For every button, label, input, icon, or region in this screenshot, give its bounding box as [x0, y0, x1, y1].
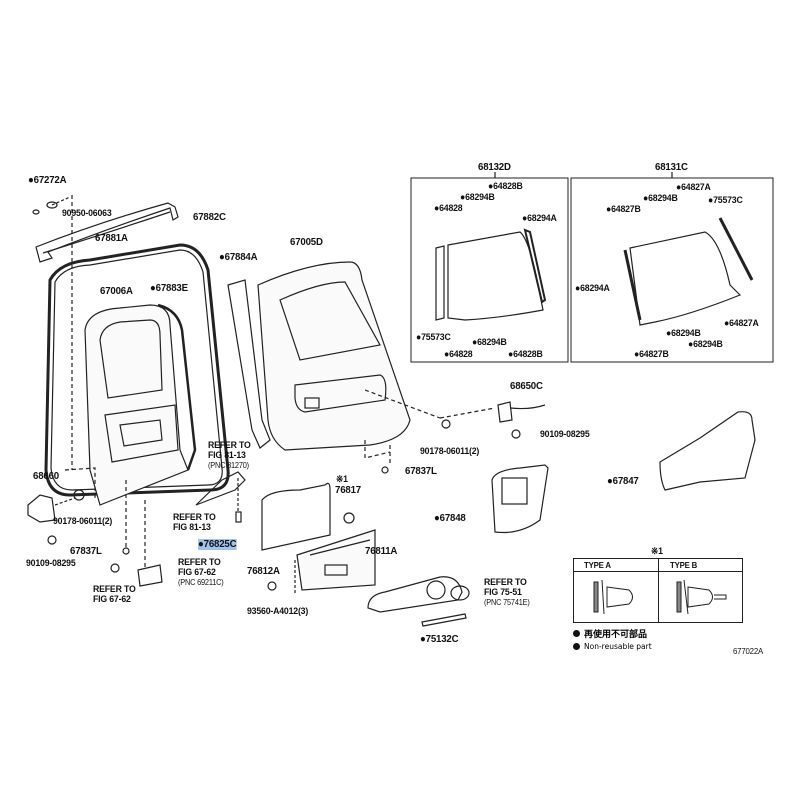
- right-window-label: ●68294B: [688, 339, 723, 350]
- refer-note-fig-67-62[interactable]: REFER TO FIG 67-62: [93, 585, 136, 605]
- refer-pnc: (PNC 75741E): [484, 598, 530, 607]
- clip-type-a-icon: [593, 579, 633, 615]
- refer-note-fig-67-62-pnc[interactable]: REFER TO FIG 67-62 (PNC 69211C): [178, 558, 224, 588]
- refer-line: FIG 81-13: [173, 522, 211, 533]
- left-window-title: 68132D: [478, 161, 511, 173]
- left-window-label: ●64828: [444, 349, 473, 360]
- refer-pnc: (PNC 81270): [208, 461, 249, 470]
- seal-67883E: [157, 303, 197, 471]
- bullet-icon: [573, 643, 580, 650]
- part-label-90178-06011-b: 90178-06011(2): [420, 446, 480, 457]
- refer-line: FIG 67-62: [178, 567, 216, 578]
- legend-en-text: Non-reusable part: [584, 642, 652, 651]
- right-window-label: ●64827B: [606, 204, 641, 215]
- refer-line: REFER TO: [178, 557, 221, 568]
- left-glass: [447, 231, 544, 321]
- part-label-67881A: 67881A: [95, 232, 128, 244]
- legend-en: Non-reusable part: [573, 640, 652, 653]
- right-window-label: ●68294B: [643, 193, 678, 204]
- right-window-title: 68131C: [655, 161, 688, 173]
- part-label-93560-A4012: 93560-A4012(3): [247, 606, 309, 617]
- part-label-67837L: 67837L: [70, 545, 102, 557]
- refer-line: FIG 67-62: [93, 594, 131, 605]
- part-label-90950-06063: 90950-06063: [62, 208, 112, 219]
- strip-67884A: [227, 279, 271, 449]
- part-label-67837L-b: 67837L: [405, 465, 437, 477]
- left-window-box: [410, 177, 569, 363]
- part-label-67883E: ●67883E: [150, 282, 188, 294]
- lock-part: [137, 564, 163, 587]
- hinge-part: [27, 494, 56, 523]
- part-label-67272A: ●67272A: [28, 174, 67, 186]
- cover-67848: [491, 464, 549, 534]
- left-window-label: ●68294B: [472, 337, 507, 348]
- clip-illustrations: [593, 579, 727, 615]
- right-window-label: ●75573C: [708, 195, 743, 206]
- weatherstrip-part: [44, 243, 230, 497]
- bullet-icon: [573, 630, 580, 637]
- note-mark: ※1: [336, 474, 348, 485]
- part-label-90109-08295-b: 90109-08295: [540, 429, 590, 440]
- refer-line: FIG 81-13: [208, 450, 246, 461]
- part-label-67882C: 67882C: [193, 211, 226, 223]
- part-label-90178-06011: 90178-06011(2): [53, 516, 113, 527]
- part-label-76811A: 76811A: [365, 545, 398, 557]
- part-label-67884A: ●67884A: [219, 251, 258, 263]
- trim-76812A: [296, 529, 376, 591]
- door-outer-panel: [257, 261, 411, 451]
- right-window-label: ●64827B: [634, 349, 669, 360]
- name-plate: [421, 613, 467, 627]
- right-window-label: ●68294B: [666, 328, 701, 339]
- part-label-90109-08295: 90109-08295: [26, 558, 76, 569]
- left-window-label: ●68294B: [460, 192, 495, 203]
- refer-line: REFER TO: [93, 584, 136, 595]
- part-label-67005D: 67005D: [290, 236, 323, 248]
- left-window-label: ●68294A: [522, 213, 557, 224]
- refer-note-fig-75-51-pnc[interactable]: REFER TO FIG 75-51 (PNC 75741E): [484, 578, 530, 608]
- clip-type-table: TYPE A TYPE B: [573, 558, 743, 623]
- clip-table-mark: ※1: [651, 546, 663, 557]
- refer-note-fig-81-13-pnc[interactable]: REFER TO FIG 81-13 (PNC 81270): [208, 441, 251, 471]
- part-label-68660: 68660: [33, 470, 59, 482]
- part-label-67006A: 67006A: [100, 285, 133, 297]
- part-label-75132C: ●75132C: [420, 633, 459, 645]
- left-window-label: ●64828B: [508, 349, 543, 360]
- seal-76825C: [261, 482, 331, 551]
- left-window-label: ●64828: [434, 203, 463, 214]
- cover-67847: [659, 411, 756, 491]
- right-window-label: ●64827A: [676, 182, 711, 193]
- part-label-68650C: 68650C: [510, 380, 543, 392]
- part-label-67847: ●67847: [607, 475, 639, 487]
- legend-jp: 再使用不可部品: [573, 627, 652, 640]
- right-window-label: ●68294A: [575, 283, 610, 294]
- right-glass: [629, 231, 742, 326]
- refer-line: FIG 75-51: [484, 587, 522, 598]
- refer-pnc: (PNC 69211C): [178, 578, 224, 587]
- type-b-header: TYPE B: [670, 560, 698, 570]
- part-label-67848: ●67848: [434, 512, 466, 524]
- clip-type-b-icon: [676, 579, 727, 615]
- refer-line: REFER TO: [208, 440, 251, 451]
- refer-note-fig-81-13[interactable]: REFER TO FIG 81-13: [173, 513, 216, 533]
- garnish-76811A: [367, 576, 463, 613]
- figure-code: 677022A: [733, 646, 764, 656]
- check-part: [497, 401, 513, 423]
- left-window-label: ●64828B: [488, 181, 523, 192]
- right-window-label: ●64827A: [724, 318, 759, 329]
- part-label-76825C[interactable]: ●76825C: [198, 538, 237, 550]
- type-a-header: TYPE A: [584, 560, 611, 570]
- legend-jp-text: 再使用不可部品: [584, 630, 648, 640]
- door-inner-panel: [84, 304, 189, 506]
- spoiler-part: [35, 202, 179, 263]
- part-label-76817: 76817: [335, 484, 361, 496]
- left-window-label: ●75573C: [416, 332, 451, 343]
- refer-line: REFER TO: [173, 512, 216, 523]
- refer-line: REFER TO: [484, 577, 527, 588]
- part-label-76812A: 76812A: [247, 565, 280, 577]
- legend: 再使用不可部品 Non-reusable part: [573, 627, 652, 653]
- clip-part: [46, 201, 58, 209]
- emblem-part: [450, 585, 470, 601]
